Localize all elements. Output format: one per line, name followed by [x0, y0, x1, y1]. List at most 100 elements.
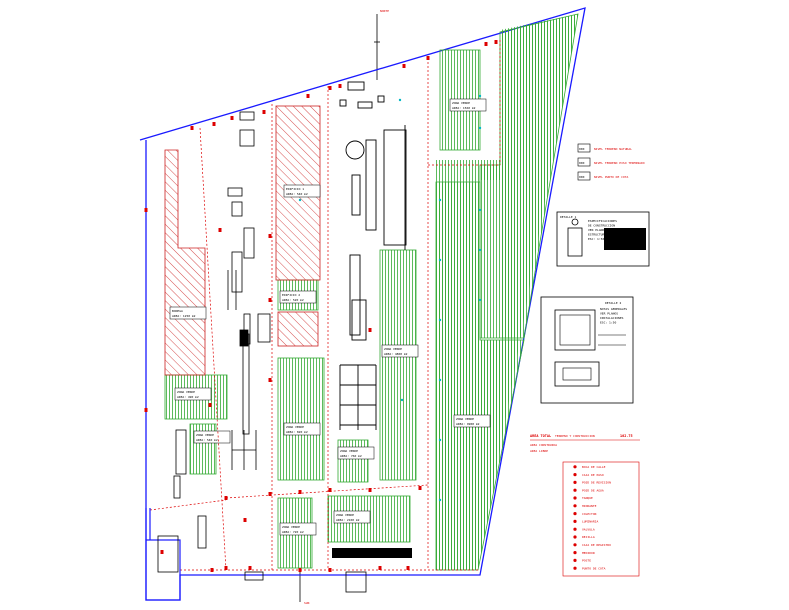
detail-note: ESPECIFICACIONES — [588, 219, 617, 223]
legend-code: 000 — [579, 161, 585, 165]
summary-subtitle: TERRENO Y CONSTRUCCION — [555, 434, 595, 438]
symbol-item: TANQUE — [573, 496, 593, 500]
red-marker — [268, 492, 272, 496]
red-marker — [328, 86, 332, 90]
building-label-line: ZONA VERDE — [286, 425, 304, 429]
symbol-item: CAJA DE PASO — [573, 473, 604, 477]
symbol-label: POSTE — [582, 559, 591, 563]
red-marker — [248, 566, 252, 570]
building-label-line: ZONA VERDE — [340, 449, 358, 453]
area-summary: AREA TOTAL TERRENO Y CONSTRUCCION 102.75… — [530, 434, 640, 453]
building-label-line: ZONA VERDE — [282, 525, 300, 529]
red-marker — [210, 568, 214, 572]
legend-code: 000 — [579, 147, 585, 151]
red-marker — [338, 84, 342, 88]
survey-point — [478, 298, 482, 302]
symbol-item: POZO DE REVISION — [573, 481, 611, 485]
symbol-label: REJILLA — [582, 535, 595, 539]
red-markers — [144, 40, 498, 572]
red-marker — [144, 408, 148, 412]
survey-point — [438, 438, 442, 442]
summary-value: 102.75 — [620, 434, 633, 438]
detail-note: INSTALACIONES — [600, 316, 624, 320]
red-marker — [190, 126, 194, 130]
survey-point — [398, 98, 402, 102]
red-marker — [484, 42, 488, 46]
legend-text: NIVEL TERRENO PISO TERMINADO — [594, 161, 645, 165]
red-marker — [298, 490, 302, 494]
red-marker — [160, 550, 164, 554]
red-marker — [208, 403, 212, 407]
building-label-line: AREA: 720 m2 — [282, 530, 304, 534]
red-marker — [230, 116, 234, 120]
symbol-icon — [573, 558, 577, 563]
red-marker — [328, 488, 332, 492]
survey-point — [478, 126, 482, 130]
internal-roads — [149, 40, 501, 571]
summary-title: AREA TOTAL — [530, 434, 551, 438]
hatched-building-west — [164, 149, 206, 376]
survey-point — [438, 198, 442, 202]
red-marker — [418, 486, 422, 490]
building-label-line: AREA: 4800 m2 — [384, 352, 408, 356]
survey-point — [438, 318, 442, 322]
survey-point — [438, 378, 442, 382]
symbol-icon — [573, 543, 577, 547]
symbol-label: CAJA DE PASO — [582, 473, 604, 477]
building-label-line: BODEGA — [172, 309, 183, 313]
north-label: NORTE — [380, 9, 389, 13]
summary-line2: AREA CONSTRUIDA — [530, 443, 557, 447]
symbol-label: PUNTO DE COTA — [582, 566, 606, 570]
building-label-line: ZONA VERDE — [384, 347, 402, 351]
red-marker — [406, 566, 410, 570]
west-equipment — [173, 111, 271, 549]
building-label-line: AREA: 820 m2 — [286, 430, 308, 434]
building-label-line: ZONA VERDE — [456, 417, 474, 421]
red-marker — [368, 328, 372, 332]
green-zone-east — [435, 13, 579, 571]
symbol-icon — [573, 496, 577, 500]
red-marker — [262, 110, 266, 114]
red-marker — [402, 64, 406, 68]
symbol-icon — [573, 511, 577, 516]
symbol-icon — [573, 480, 577, 484]
symbol-icon — [573, 535, 577, 539]
symbol-label: POZO DE AGUA — [582, 488, 604, 492]
red-marker — [218, 228, 222, 232]
symbol-label: COLECTOR — [582, 512, 597, 516]
green-zone-mid-1 — [277, 357, 325, 481]
red-marker — [426, 56, 430, 60]
symbol-item: VALVULA — [573, 527, 595, 531]
red-marker — [306, 94, 310, 98]
detail-note: ESC: 1:50 — [588, 237, 604, 241]
survey-point — [298, 198, 302, 202]
detail-2-title: DETALLE 2 — [605, 301, 621, 305]
survey-point — [478, 248, 482, 252]
symbol-icon — [573, 465, 577, 469]
equipment-complex — [339, 81, 407, 430]
symbol-item: HIDRANTE — [573, 504, 597, 508]
symbol-item: MEDIDOR — [573, 551, 595, 555]
detail-note: DE CONSTRUCCION — [588, 224, 615, 228]
survey-point — [438, 498, 442, 502]
symbol-item: POZO DE AGUA — [573, 488, 604, 492]
survey-point — [400, 398, 404, 402]
building-label-line: ZONA VERDE — [196, 433, 214, 437]
symbol-item: CAJA DE REGISTRO — [573, 543, 611, 547]
symbol-label: HIDRANTE — [582, 504, 597, 508]
detail-note: ESTRUCTURAL — [588, 233, 608, 237]
green-zone-mid-2 — [337, 439, 369, 483]
red-marker — [243, 518, 247, 522]
symbol-icon — [573, 551, 577, 555]
legend-code: 000 — [579, 175, 585, 179]
south-label: SUR — [304, 601, 310, 605]
